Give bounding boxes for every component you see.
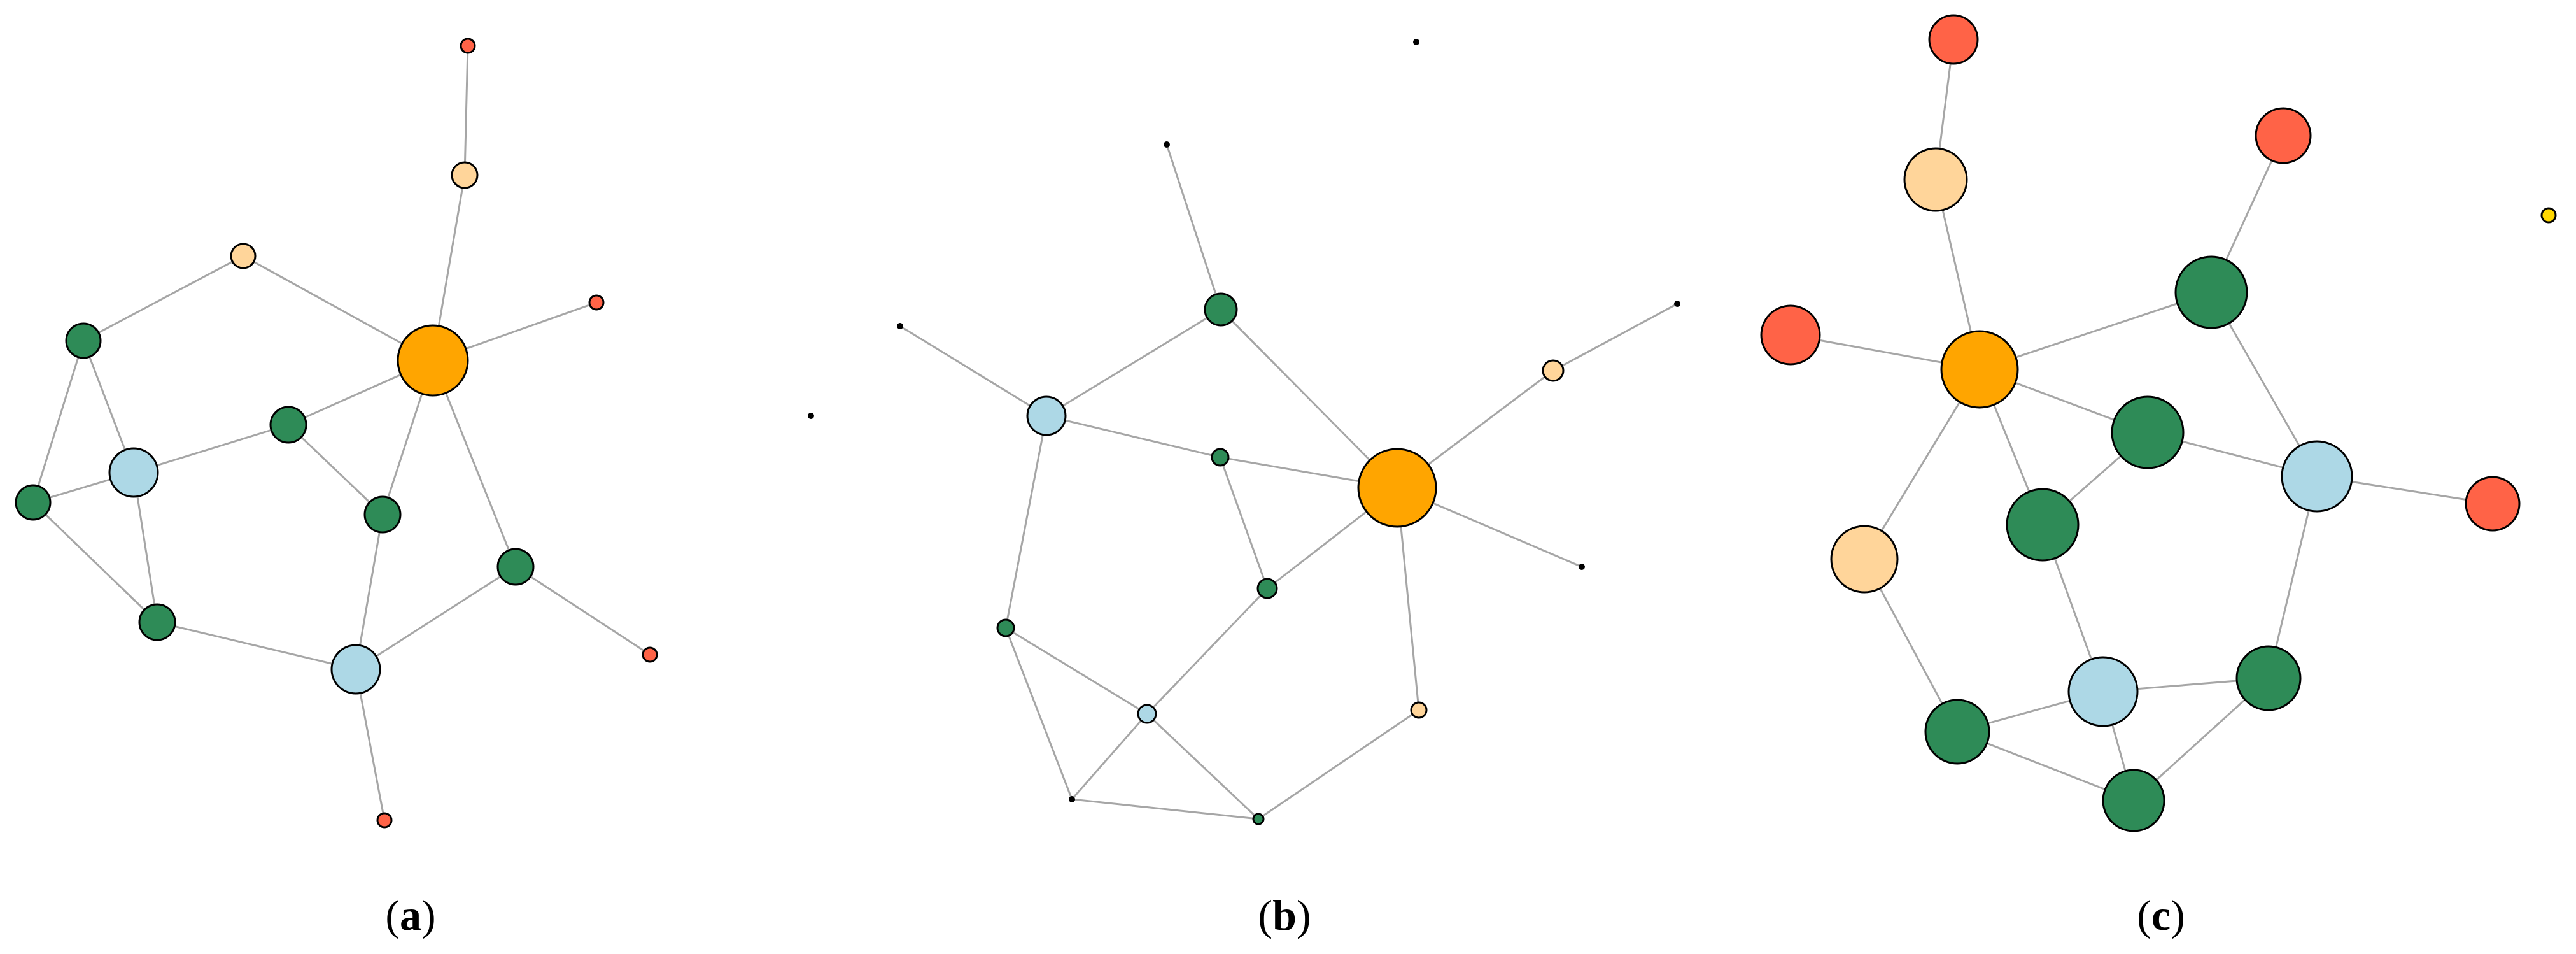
panel-a-edge: [463, 45, 469, 176]
panel-b-node-green: [1204, 292, 1238, 327]
panel-c-node-green: [2174, 255, 2248, 329]
panel-c-node-red: [1760, 304, 1821, 366]
panel-a-node-light-blue: [330, 644, 381, 695]
panel-b-edge: [1004, 415, 1048, 629]
panel-a-node-peach: [230, 243, 257, 269]
panel-b-edge: [1146, 713, 1260, 820]
panel-b-edge: [1146, 587, 1269, 715]
panel-b-edge: [1258, 709, 1419, 820]
panel-b-node-peach: [1410, 701, 1428, 719]
panel-c-node-green: [2111, 395, 2185, 469]
panel-c-node-green: [1924, 699, 1990, 765]
panel-b-node-black: [1069, 796, 1075, 802]
panel-a-node-light-blue: [108, 447, 159, 498]
panel-b-edge: [899, 325, 1047, 417]
panel-c-node-hub-orange: [1940, 330, 2019, 409]
panel-b-node-green: [996, 618, 1015, 637]
panel-a-edge: [133, 424, 289, 474]
panel-b-graph: [808, 39, 1680, 825]
panel-a-node-green: [269, 406, 307, 444]
panel-c-edge: [1979, 291, 2212, 371]
panel-b-edge: [1165, 144, 1222, 310]
panel-a-node-hub-orange: [397, 324, 469, 397]
panel-c-node-red: [1928, 14, 1979, 65]
panel-a-edge: [83, 255, 244, 342]
panel-b-node-green: [1252, 813, 1265, 825]
panel-a-edge: [32, 501, 158, 623]
panel-c-node-peach: [1903, 147, 1968, 212]
panel-a-node-red: [376, 812, 393, 829]
panel-b-node-light-blue: [1137, 704, 1157, 724]
panel-c-node-red: [2465, 476, 2521, 532]
panel-a-node-green: [15, 484, 52, 521]
panel-a-edge: [432, 360, 517, 567]
panel-a-node-green: [138, 603, 176, 641]
panel-a-edge: [132, 472, 158, 623]
panel-c-node-red: [2255, 107, 2312, 164]
panel-b-node-green: [1256, 578, 1278, 599]
panel-a-edge: [515, 566, 651, 656]
panel-b-edge: [1005, 627, 1148, 715]
panel-c-node-green: [2006, 488, 2080, 562]
panel-b-node-hub-orange: [1357, 448, 1437, 528]
panel-b-edge: [1046, 415, 1221, 459]
panel-c-node-peach: [1830, 525, 1899, 594]
panel-b-edge: [1219, 457, 1269, 589]
panel-b-edge: [1046, 308, 1221, 417]
panel-c-node-light-blue: [2067, 656, 2139, 727]
panel-a-node-red: [460, 38, 476, 54]
panel-b-node-black: [1164, 141, 1170, 148]
panel-a-node-red: [588, 294, 605, 311]
panel-b-node-black: [1579, 564, 1585, 570]
panel-b-edge: [1071, 713, 1148, 800]
panel-c-caption: (c): [2137, 891, 2185, 939]
panel-b-node-black: [808, 413, 814, 419]
panel-b-caption: (b): [1258, 891, 1311, 939]
panel-a-edge: [243, 255, 433, 362]
panel-c-node-green: [2102, 769, 2165, 832]
panel-b-edge: [1552, 303, 1678, 372]
panel-c-node-light-blue: [2281, 440, 2353, 513]
panel-b-node-black: [1413, 39, 1419, 45]
panel-a-edge: [355, 669, 386, 821]
panel-a-node-green: [496, 548, 535, 586]
panel-a-edge: [157, 621, 356, 671]
panel-a-edge: [355, 514, 384, 670]
panel-a-node-green: [363, 495, 402, 534]
panel-b-node-black: [897, 323, 903, 329]
panel-b-node-peach: [1542, 359, 1565, 382]
panel-a-node-red: [642, 646, 658, 663]
panel-c-graph: [1760, 14, 2557, 832]
panel-a-edge: [32, 340, 85, 503]
panel-a-node-peach: [451, 161, 479, 189]
panel-b-edge: [1220, 308, 1398, 489]
panel-b-edge: [1071, 798, 1259, 820]
panel-a-edge: [287, 424, 384, 516]
panel-c-node-yellow: [2540, 207, 2557, 224]
panel-c-node-green: [2235, 645, 2302, 711]
panel-b-node-black: [1674, 301, 1680, 307]
panel-a-edge: [355, 566, 516, 671]
panel-b-node-green: [1211, 448, 1230, 467]
panel-b-node-light-blue: [1026, 395, 1067, 436]
panel-b-edge: [1004, 627, 1073, 800]
panel-a-caption: (a): [385, 891, 435, 939]
panel-a-graph: [15, 38, 658, 829]
panel-a-node-green: [65, 322, 102, 359]
